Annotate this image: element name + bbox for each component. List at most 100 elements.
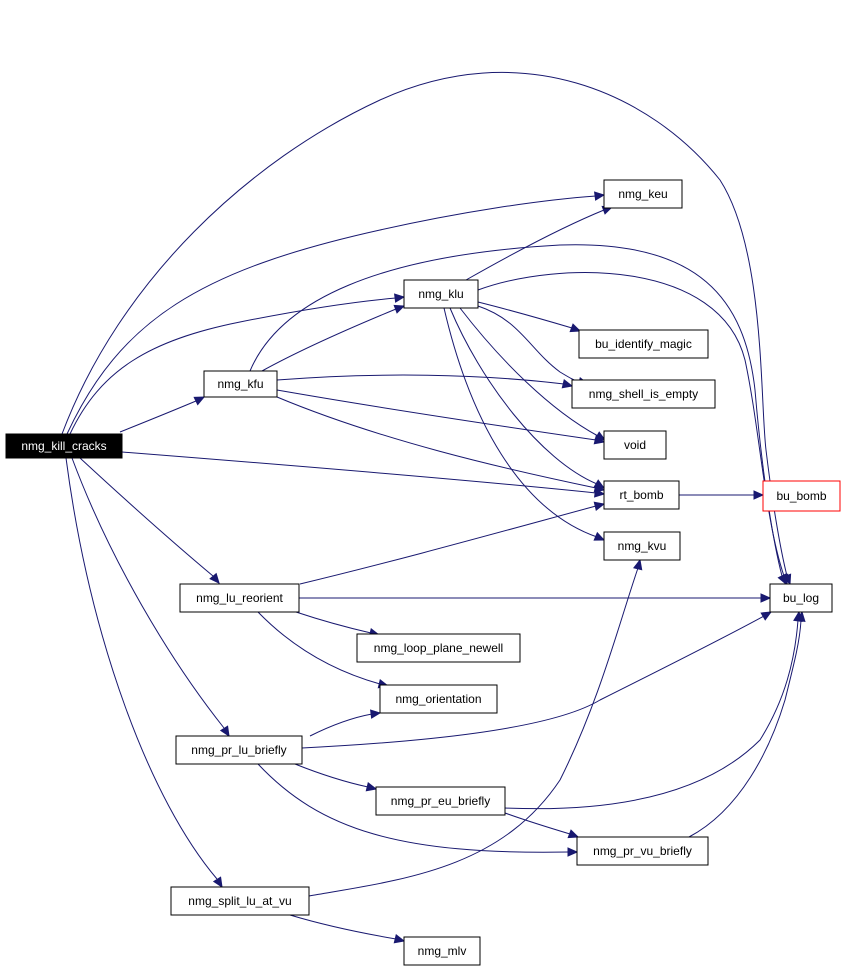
node-box: [5, 433, 123, 459]
node-bu-log[interactable]: bu_log: [769, 583, 833, 613]
node-label: nmg_loop_plane_newell: [374, 641, 503, 655]
edge-nmg-kill-cracks-to-nmg-pr-lu-briefly: [71, 457, 230, 738]
edge-nmg-kill-cracks-to-nmg-keu: [66, 191, 606, 435]
node-label: nmg_pr_lu_briefly: [191, 743, 286, 757]
node-box: [170, 886, 310, 916]
node-nmg-keu[interactable]: nmg_keu: [603, 179, 683, 209]
node-label: nmg_pr_vu_briefly: [593, 844, 692, 858]
node-label: nmg_kfu: [217, 377, 263, 391]
edge-line: [257, 763, 570, 853]
edge-nmg-pr-lu-briefly-to-nmg-pr-eu-briefly: [294, 763, 378, 792]
edge-nmg-pr-lu-briefly-to-nmg-pr-vu-briefly: [257, 763, 579, 857]
edge-line: [249, 244, 783, 577]
node-box: [603, 179, 683, 209]
edge-nmg-kfu-to-nmg-shell-is-empty: [276, 374, 574, 389]
node-label: nmg_mlv: [418, 944, 467, 958]
arrowhead-icon: [779, 573, 789, 586]
edge-line: [477, 301, 573, 329]
arrowhead-icon: [365, 782, 378, 792]
edge-nmg-kill-cracks-to-nmg-split-lu-at-vu: [65, 457, 223, 889]
edge-nmg-pr-lu-briefly-to-nmg-orientation: [309, 709, 382, 737]
node-label: void: [624, 438, 646, 452]
node-nmg-kvu[interactable]: nmg_kvu: [603, 531, 681, 561]
arrowhead-icon: [567, 847, 579, 857]
node-label: nmg_shell_is_empty: [589, 387, 698, 401]
edge-line: [294, 763, 369, 788]
arrowhead-icon: [593, 501, 606, 511]
node-nmg-mlv[interactable]: nmg_mlv: [403, 936, 481, 966]
node-label: rt_bomb: [619, 488, 663, 502]
edge-nmg-pr-eu-briefly-to-nmg-pr-vu-briefly: [504, 812, 580, 839]
edge-line: [261, 308, 397, 372]
node-box: [379, 684, 498, 714]
node-box: [603, 430, 667, 460]
edge-nmg-pr-vu-briefly-to-bu-log: [688, 610, 806, 838]
edge-nmg-klu-to-nmg-keu: [465, 205, 614, 281]
node-label: bu_bomb: [776, 489, 826, 503]
arrowhead-icon: [760, 593, 772, 603]
edge-nmg-klu-to-bu-identify-magic: [477, 301, 582, 333]
arrowhead-icon: [594, 191, 606, 201]
edge-line: [71, 457, 225, 729]
edge-line: [504, 812, 571, 835]
node-nmg-orientation[interactable]: nmg_orientation: [379, 684, 498, 714]
node-label: nmg_orientation: [395, 692, 481, 706]
edge-line: [299, 505, 597, 585]
node-nmg-pr-eu-briefly[interactable]: nmg_pr_eu_briefly: [375, 786, 506, 816]
node-box: [403, 936, 481, 966]
node-label: nmg_kvu: [618, 539, 667, 553]
edge-line: [276, 389, 597, 441]
edge-nmg-kfu-to-rt-bomb: [276, 396, 606, 493]
node-void[interactable]: void: [603, 430, 667, 460]
edge-nmg-lu-reorient-to-bu-log: [299, 593, 772, 603]
arrowhead-icon: [567, 829, 580, 839]
edge-line: [308, 567, 639, 897]
node-label: nmg_split_lu_at_vu: [188, 894, 291, 908]
edge-line: [295, 611, 372, 634]
node-box: [576, 836, 709, 866]
arrowhead-icon: [370, 709, 382, 719]
node-nmg-pr-lu-briefly[interactable]: nmg_pr_lu_briefly: [175, 735, 303, 765]
edge-nmg-split-lu-at-vu-to-nmg-mlv: [289, 914, 406, 944]
node-nmg-kfu[interactable]: nmg_kfu: [203, 370, 278, 398]
node-bu-bomb[interactable]: bu_bomb: [762, 480, 841, 512]
edge-line: [449, 307, 598, 485]
node-nmg-loop-plane-newell[interactable]: nmg_loop_plane_newell: [356, 633, 521, 663]
edge-nmg-klu-to-nmg-kvu: [443, 307, 606, 541]
edge-nmg-kill-cracks-to-nmg-kfu: [119, 396, 206, 433]
edge-line: [119, 400, 197, 433]
arrowhead-icon: [569, 323, 582, 333]
arrowhead-icon: [219, 725, 230, 738]
arrowhead-icon: [561, 379, 574, 389]
arrowhead-icon: [796, 610, 806, 622]
arrowhead-icon: [594, 431, 607, 441]
arrowhead-icon: [393, 934, 406, 944]
node-rt-bomb[interactable]: rt_bomb: [603, 480, 680, 510]
edge-nmg-kill-cracks-to-nmg-klu: [69, 293, 406, 435]
node-nmg-klu[interactable]: nmg_klu: [403, 279, 479, 309]
edge-nmg-split-lu-at-vu-to-nmg-kvu: [308, 558, 643, 897]
node-nmg-pr-vu-briefly[interactable]: nmg_pr_vu_briefly: [576, 836, 709, 866]
edge-nmg-kfu-to-void: [276, 389, 606, 445]
node-box: [203, 370, 278, 398]
edge-nmg-klu-to-nmg-shell-is-empty: [477, 305, 590, 387]
node-nmg-shell-is-empty[interactable]: nmg_shell_is_empty: [571, 379, 716, 409]
node-nmg-lu-reorient[interactable]: nmg_lu_reorient: [179, 583, 300, 613]
node-label: nmg_keu: [618, 187, 667, 201]
edge-line: [688, 619, 802, 838]
edge-line: [459, 307, 599, 437]
node-label: nmg_klu: [418, 287, 463, 301]
arrowhead-icon: [394, 293, 406, 303]
edge-line: [69, 297, 397, 435]
node-bu-identify-magic[interactable]: bu_identify_magic: [578, 329, 709, 359]
arrowhead-icon: [393, 304, 406, 314]
node-label: bu_log: [783, 591, 819, 605]
node-label: nmg_kill_cracks: [21, 439, 106, 453]
edge-line: [276, 374, 565, 385]
node-box: [375, 786, 506, 816]
node-nmg-kill-cracks[interactable]: nmg_kill_cracks: [5, 433, 123, 459]
node-nmg-split-lu-at-vu[interactable]: nmg_split_lu_at_vu: [170, 886, 310, 916]
edge-line: [309, 713, 373, 737]
edge-line: [121, 451, 597, 494]
